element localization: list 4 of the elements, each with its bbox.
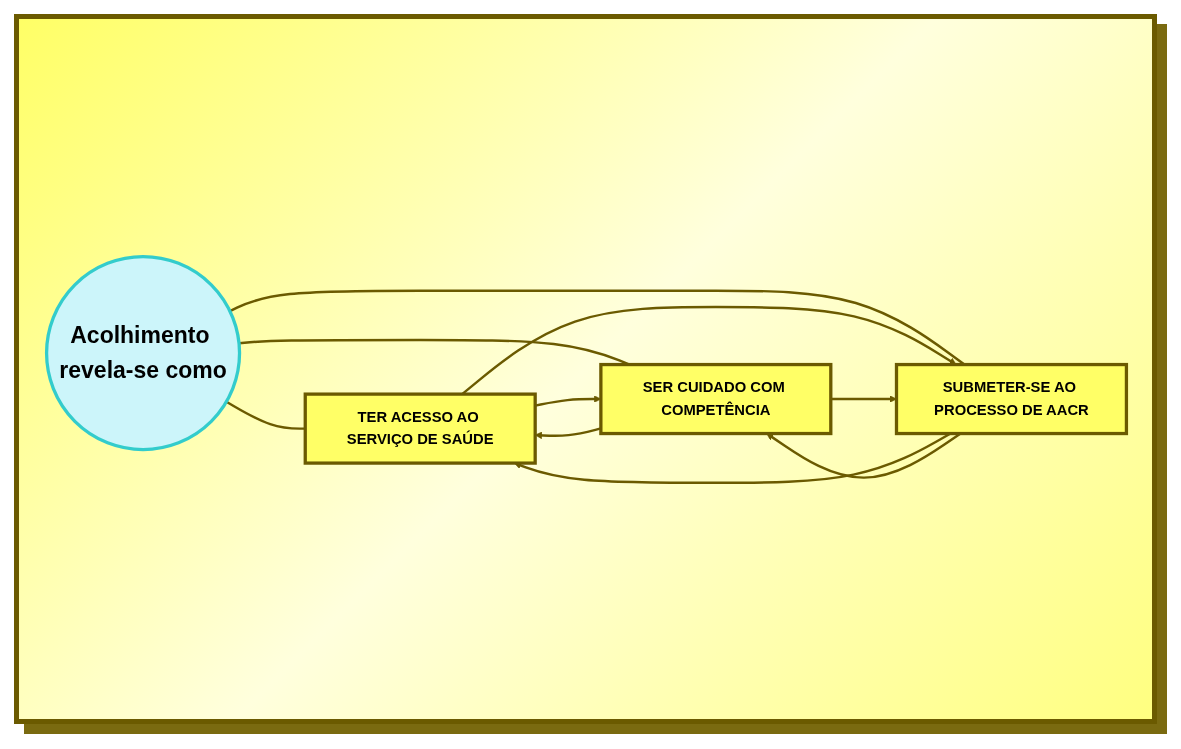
node-circle: Acolhimento revela-se como [44, 255, 242, 452]
node-box: SUBMETER-SE AO PROCESSO DE AACR [894, 363, 1129, 436]
node-box: TER ACESSO AO SERVIÇO DE SAÚDE [303, 392, 537, 466]
node-box: SER CUIDADO COM COMPETÊNCIA [599, 363, 833, 436]
